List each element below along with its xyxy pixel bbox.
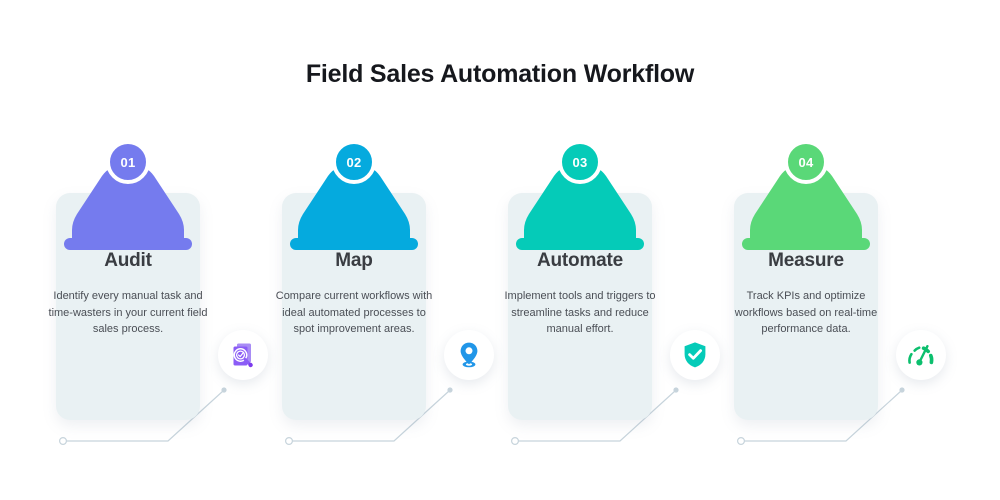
workflow-step-4: 04 Measure Track KPIs and optimize workf… [718, 140, 946, 445]
speedometer-icon [907, 344, 935, 366]
step-icon-bubble-3[interactable] [670, 330, 720, 380]
step-arch-3 [508, 166, 652, 250]
step-icon-bubble-4[interactable] [896, 330, 946, 380]
step-number-badge-3: 03 [558, 140, 602, 184]
map-pin-icon [456, 341, 482, 369]
step-title-1: Audit [104, 250, 152, 271]
step-connector-1 [56, 385, 266, 445]
step-icon-bubble-1[interactable] [218, 330, 268, 380]
workflow-step-2: 02 Map Compare current workflows with id… [266, 140, 494, 445]
step-title-3: Automate [536, 250, 623, 271]
document-search-icon [230, 342, 256, 368]
step-number-label: 02 [346, 154, 362, 170]
step-description-4: Track KPIs and optimize workflows based … [734, 290, 878, 335]
shield-check-icon [682, 341, 708, 369]
step-icon-bubble-2[interactable] [444, 330, 494, 380]
step-connector-2 [282, 385, 492, 445]
workflow-step-3: 03 Automate Implement tools and triggers… [492, 140, 720, 445]
step-arch-1 [56, 166, 200, 250]
step-connector-4 [734, 385, 944, 445]
step-description-1: Identify every manual task and time-wast… [48, 290, 208, 335]
step-arch-2 [282, 166, 426, 250]
step-number-badge-4: 04 [784, 140, 828, 184]
step-number-badge-1: 01 [106, 140, 150, 184]
step-number-label: 03 [572, 154, 588, 170]
step-title-4: Measure [768, 250, 844, 271]
step-arch-4 [734, 166, 878, 250]
page-title: Field Sales Automation Workflow [305, 60, 695, 88]
step-number-badge-2: 02 [332, 140, 376, 184]
step-number-label: 04 [798, 154, 814, 170]
step-title-2: Map [335, 250, 373, 271]
step-number-label: 01 [120, 154, 136, 170]
step-description-2: Compare current workflows with ideal aut… [275, 290, 433, 335]
step-connector-3 [508, 385, 718, 445]
workflow-step-1: 01 Audit Identify every manual task and … [40, 140, 268, 445]
step-description-3: Implement tools and triggers to streamli… [504, 290, 656, 335]
